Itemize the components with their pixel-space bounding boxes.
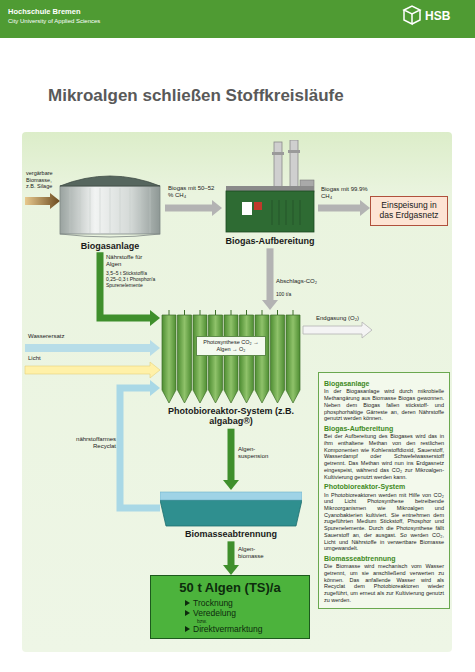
node-text: Photobioreaktor-System [324, 483, 444, 491]
gas-upgrading: Biogas-Aufbereitung [222, 140, 318, 246]
node-text: Biogasanlage [55, 241, 165, 251]
header-subtitle: City University of Applied Sciences [8, 18, 100, 25]
node-text: Biomasseabtrennung [160, 529, 302, 539]
node-text: Biogas-Aufbereitung [222, 236, 318, 246]
node-text: Photobioreaktor-System (z.B. algabag®) [160, 406, 302, 427]
photobioreactor-bags [160, 310, 302, 405]
oxygen-label: Endgasung (O₂) [316, 315, 359, 322]
separation-basin [160, 490, 302, 528]
flow-arrow [120, 380, 160, 508]
flow-arrow [223, 429, 239, 490]
flow-arrow [165, 200, 222, 216]
node-text: Biogas-Aufbereitung [324, 425, 444, 433]
biomass-input-arrow [25, 193, 60, 209]
water-label: Wasserersatz [28, 333, 64, 340]
biomass-separation: Biomasseabtrennung [160, 490, 302, 539]
flow-arrow [100, 252, 160, 326]
diagram-panel [22, 132, 452, 652]
node-text: Veredelung [155, 608, 305, 618]
flow-label: Nährstoffe für Algen [106, 254, 158, 268]
photobioreactor: Photobioreaktor-System (z.B. algabag®) Ph… [160, 310, 302, 427]
grid-injection-box: Einspeisung in das Erdgasnetz [370, 196, 448, 226]
algae-output-box: 50 t Algen (TS)/aTrocknungVeredelungbzw.… [150, 575, 310, 639]
node-text: Photosynthese CO₂ → Algen → O₂ [199, 339, 263, 353]
flow-arrow [318, 200, 370, 216]
header-name: Hochschule Bremen [8, 7, 81, 16]
flow-label: Abschlags-CO₂ [276, 278, 326, 285]
co2-amount: 100 t/a [276, 291, 291, 297]
node-text: In der Biogasanlage wird durch mikrobiel… [324, 388, 444, 422]
flow-arrow [223, 541, 239, 575]
light-arrow [25, 362, 160, 378]
nutrient-amounts: 3,5–5 t Stickstoff/a 0,25–0,3 t Phosphor… [106, 270, 158, 288]
logo-text: HSB [425, 9, 450, 23]
flow-label: Biogas mit 50–52 % CH₄ [168, 185, 220, 199]
node-text: Trocknung [155, 598, 305, 608]
node-text: Direktvermarktung [155, 624, 305, 634]
node-text: 50 t Algen (TS)/a [155, 580, 305, 596]
node-text: Einspeisung in das Erdgasnetz [374, 201, 444, 221]
node-text: Biomasseabtrennung [324, 555, 444, 563]
node-text: bzw. [155, 618, 305, 624]
node-text: Biogasanlage [324, 380, 444, 388]
input-label: vergärbare Biomasse, z.B. Silage [26, 170, 60, 190]
flow-arrow [262, 248, 278, 310]
light-label: Licht [28, 355, 41, 362]
photosynthesis-box: Photosynthese CO₂ → Algen → O₂ [196, 336, 266, 356]
water-arrow [25, 340, 160, 356]
header-bar [0, 0, 475, 38]
poster-title: Mikroalgen schließen Stoffkreisläufe [48, 86, 344, 106]
node-text: In Photobioreaktoren werden mit Hilfe vo… [324, 492, 444, 552]
flow-label: Biogas mit 99.9% CH₄ [321, 186, 369, 200]
biogas-tank [55, 168, 165, 240]
flow-label: nährstoffarmes Recyclat [72, 436, 116, 450]
flow-label: Algen-suspension [238, 446, 278, 460]
oxygen-arrow [303, 322, 372, 338]
node-text: Die Biomasse wird mechanisch vom Wasser … [324, 563, 444, 603]
info-panel: BiogasanlageIn der Biogasanlage wird dur… [318, 372, 450, 609]
gas-upgrading-plant [222, 140, 318, 235]
node-text: Bei der Aufbereitung des Biogases wird d… [324, 433, 444, 480]
flow-label: Algen-biomasse [238, 546, 278, 560]
logo-icon [404, 6, 420, 24]
biogas-plant: Biogasanlage [55, 168, 165, 251]
